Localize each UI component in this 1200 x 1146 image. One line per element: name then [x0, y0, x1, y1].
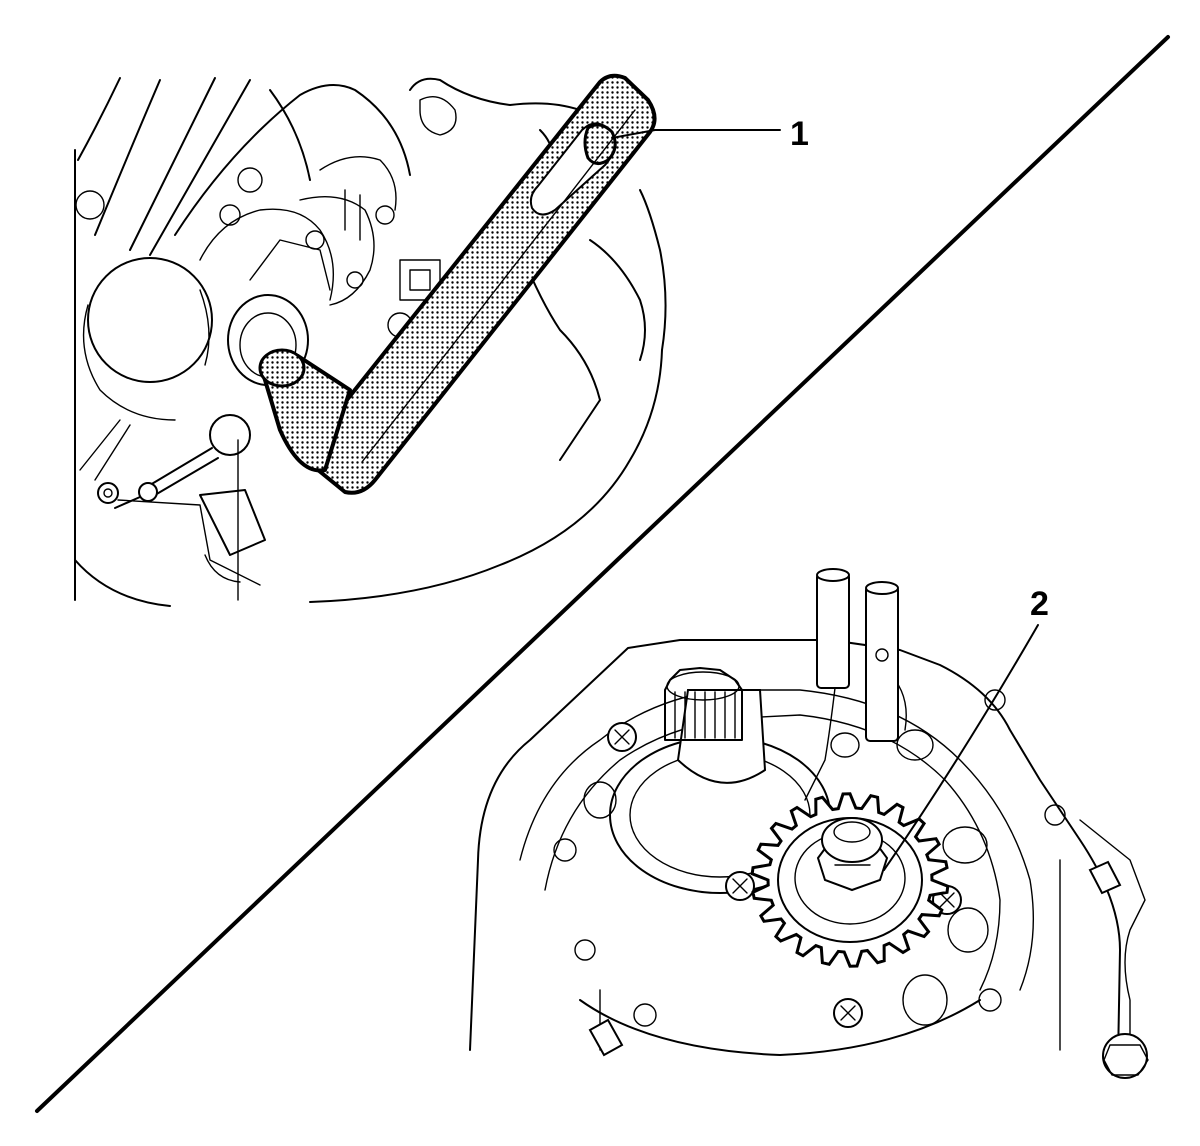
callout-1-leader — [611, 129, 781, 139]
screw-bottom — [833, 998, 863, 1028]
screw-mid-left — [725, 871, 755, 901]
callout-2-label: 2 — [1030, 585, 1049, 623]
callout-2-leader — [883, 624, 1039, 871]
screw-left — [607, 722, 637, 752]
special-tool — [258, 73, 657, 495]
callout-1-label: 1 — [790, 115, 809, 153]
panel-divider — [35, 35, 1170, 1113]
